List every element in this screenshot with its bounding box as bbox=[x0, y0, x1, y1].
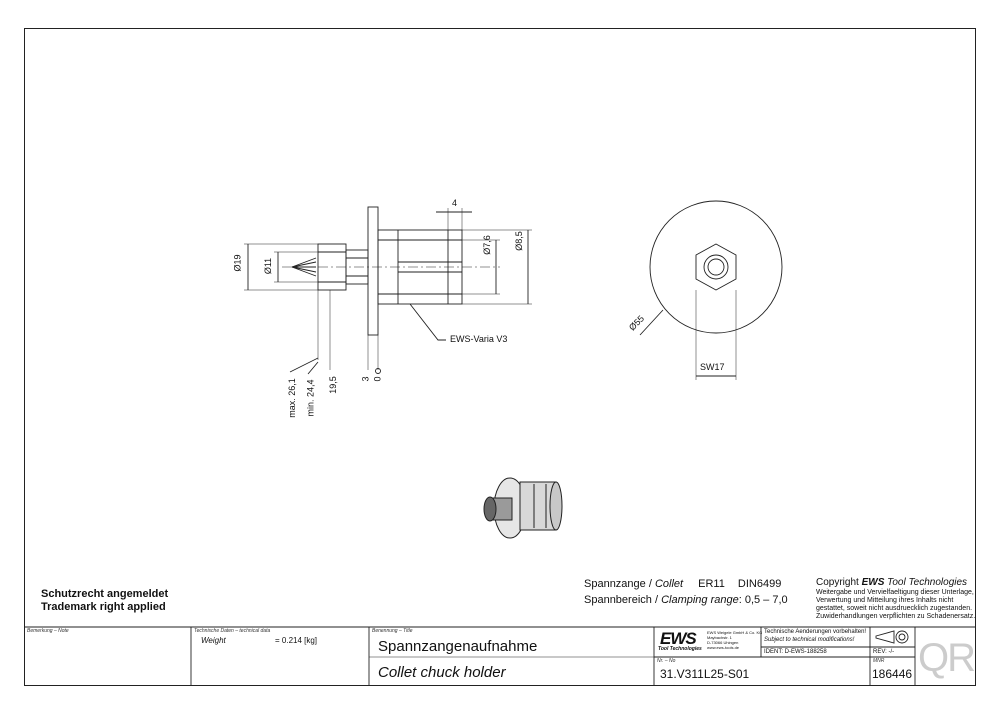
dim-d7-6: Ø7,6 bbox=[481, 235, 492, 255]
collet-label-en: Collet bbox=[654, 578, 684, 590]
dim-d11: Ø11 bbox=[263, 257, 274, 275]
ews-logo-sub: Tool Technologies bbox=[658, 646, 702, 652]
collet-label-de: Spannzange / bbox=[584, 578, 652, 590]
copyright-line: Weitergabe und Vervielfaeltigung dieser … bbox=[816, 589, 974, 596]
part-number: 31.V311L25-S01 bbox=[660, 667, 750, 681]
dim-4: 4 bbox=[452, 198, 458, 208]
ident-field: IDENT: D-EWS-188258 bbox=[764, 649, 827, 655]
rev-field: REV: -/- bbox=[873, 649, 895, 655]
dim-0: 0 bbox=[372, 376, 383, 382]
note-label: Bemerkung – Note bbox=[27, 628, 69, 634]
copyright-prefix: Copyright bbox=[816, 577, 859, 588]
number-label: Nr. – No bbox=[657, 658, 676, 664]
dim-19-5: 19,5 bbox=[327, 376, 338, 394]
copyright-line: Verwertung und Mitteilung ihres Inhalts … bbox=[816, 597, 954, 604]
isometric-preview bbox=[483, 477, 563, 539]
tech-data-label: Technische Daten – technical data bbox=[194, 628, 271, 634]
title-en: Collet chuck holder bbox=[378, 664, 506, 681]
callout-ews-varia: EWS-Varia V3 bbox=[450, 334, 508, 344]
address-line: Maybachstr. 1 bbox=[707, 635, 732, 640]
address-line: D-73066 Uhingen bbox=[707, 640, 739, 645]
copyright-text: Weitergabe und Vervielfaeltigung dieser … bbox=[816, 589, 975, 621]
company-address: EWS Weigele GmbH & Co. KG Maybachstr. 1 … bbox=[707, 630, 762, 650]
dim-min: min. 24,4 bbox=[305, 379, 316, 417]
front-view bbox=[639, 200, 783, 380]
ews-logo: EWS bbox=[660, 629, 697, 648]
range-value: : 0,5 – 7,0 bbox=[738, 594, 788, 606]
copyright-suffix: Tool Technologies bbox=[887, 577, 968, 588]
change-note-en: Subject to technical modifications! bbox=[764, 637, 855, 643]
collet-line: Spannzange / Collet ER11 DIN6499 bbox=[584, 578, 781, 590]
clamping-range-line: Spannbereich / Clamping range: 0,5 – 7,0 bbox=[584, 594, 788, 606]
title-block-lines bbox=[24, 626, 976, 686]
patent-note-de: Schutzrecht angemeldet bbox=[41, 588, 169, 600]
mnr-label: MNR bbox=[873, 658, 885, 664]
copyright-heading: Copyright EWS Tool Technologies bbox=[816, 577, 967, 588]
range-label-en: Clamping range bbox=[661, 594, 739, 606]
side-view bbox=[244, 206, 532, 375]
title-label: Benennung – Title bbox=[372, 628, 413, 634]
dim-max: max. 26,1 bbox=[286, 378, 297, 418]
change-note-de: Technische Aenderungen vorbehalten! bbox=[764, 629, 867, 635]
address-line: www.ews-tools.de bbox=[707, 645, 740, 650]
patent-note-en: Trademark right applied bbox=[41, 601, 166, 613]
range-label-de: Spannbereich / bbox=[584, 594, 658, 606]
title-de: Spannzangenaufnahme bbox=[378, 638, 538, 655]
weight-value: = 0.214 [kg] bbox=[275, 636, 318, 645]
copyright-brand: EWS bbox=[861, 577, 885, 588]
mnr-number: 186446 bbox=[872, 667, 913, 681]
copyright-line: gestattet, soweit nicht ausdruecklich zu… bbox=[816, 605, 973, 612]
dim-d8-5: Ø8,5 bbox=[513, 231, 524, 251]
dim-d19: Ø19 bbox=[232, 254, 243, 272]
dim-sw17: SW17 bbox=[700, 362, 725, 372]
dim-3: 3 bbox=[360, 376, 371, 382]
collet-din: DIN6499 bbox=[737, 578, 782, 590]
collet-type: ER11 bbox=[698, 578, 725, 590]
weight-label: Weight bbox=[201, 636, 226, 645]
copyright-line: Zuwiderhandlungen verpflichten zu Schade… bbox=[816, 613, 976, 620]
qr-placeholder: QR bbox=[918, 636, 976, 680]
address-line: EWS Weigele GmbH & Co. KG bbox=[707, 630, 763, 635]
drawing-sheet bbox=[24, 28, 976, 686]
